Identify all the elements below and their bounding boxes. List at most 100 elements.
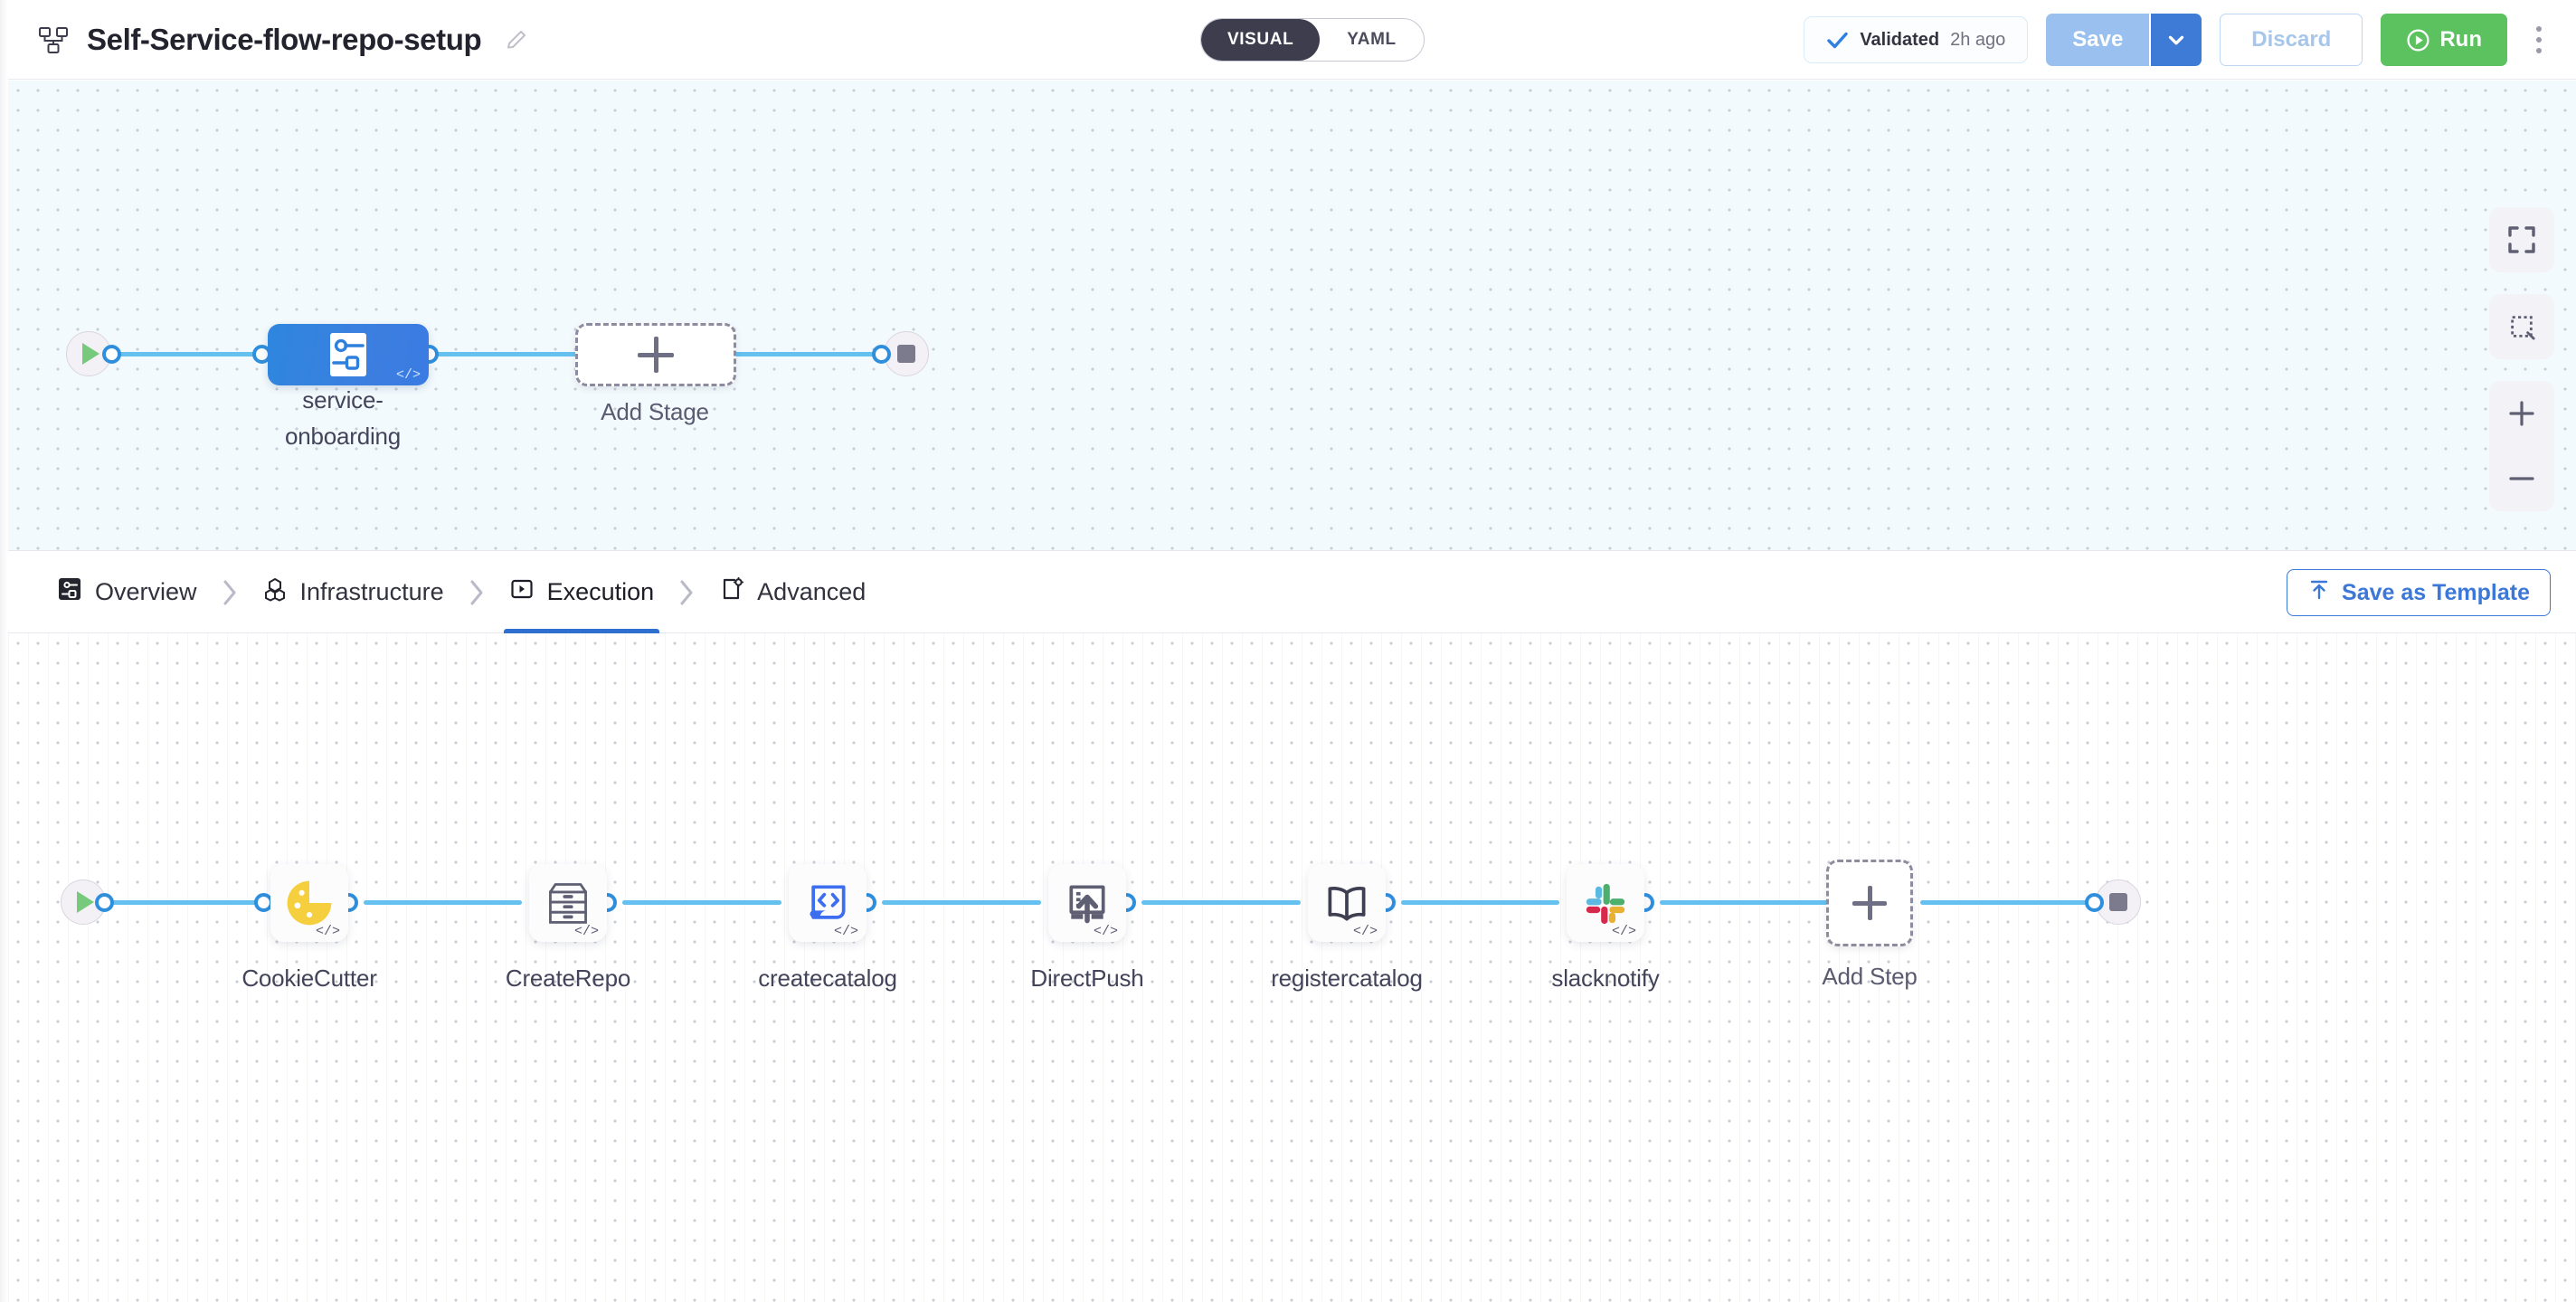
- step-code-badge: </>: [573, 924, 599, 939]
- execution-start-port[interactable]: [95, 893, 114, 912]
- tab-separator-1: [203, 578, 257, 607]
- execution-canvas[interactable]: </> CookieCutter </> CreateRepo: [8, 633, 2576, 1302]
- edge-start-to-stage: [115, 352, 269, 356]
- toggle-yaml[interactable]: YAML: [1347, 30, 1397, 49]
- zoom-in-icon[interactable]: [2489, 381, 2554, 446]
- run-label: Run: [2439, 27, 2482, 52]
- edge-createcatalog-directpush: [882, 900, 1041, 905]
- tab-separator-2: [450, 578, 504, 607]
- step-node-registercatalog[interactable]: </>: [1308, 864, 1386, 942]
- edge-stage-to-addstage: [424, 352, 578, 356]
- stage-end-node[interactable]: [884, 331, 929, 376]
- fit-screen-pill[interactable]: [2489, 207, 2554, 272]
- step-code-badge: </>: [1352, 924, 1378, 939]
- selection-marquee-icon[interactable]: [2489, 294, 2554, 359]
- step-node-createcatalog[interactable]: </>: [789, 864, 867, 942]
- step-label-createcatalog: createcatalog: [758, 965, 897, 992]
- app-header: Self-Service-flow-repo-setup VISUAL YAML…: [0, 0, 2576, 80]
- stage-node-service-onboarding[interactable]: </>: [268, 324, 429, 385]
- step-node-cookiecutter[interactable]: </>: [270, 864, 348, 942]
- tab-overview[interactable]: Overview: [52, 552, 203, 633]
- stage-flow-icon: [330, 333, 366, 376]
- add-step-label: Add Step: [1822, 963, 1918, 990]
- tab-infrastructure[interactable]: Infrastructure: [257, 552, 450, 633]
- step-code-badge: </>: [833, 924, 858, 939]
- stage-node-label-line1: service-: [302, 386, 384, 413]
- slack-icon: [1586, 883, 1625, 925]
- mode-toggle[interactable]: VISUAL YAML: [1200, 18, 1425, 62]
- canvas-controls[interactable]: [2489, 207, 2554, 533]
- save-button[interactable]: Save: [2046, 14, 2150, 66]
- step-label-createrepo: CreateRepo: [505, 965, 631, 992]
- step-node-createrepo[interactable]: </>: [529, 864, 607, 942]
- tab-advanced[interactable]: Advanced: [714, 552, 871, 633]
- step-code-badge: </>: [315, 924, 340, 939]
- edge-addstep-end: [1920, 900, 2101, 905]
- save-as-template-button[interactable]: Save as Template: [2287, 569, 2551, 616]
- marquee-pill[interactable]: [2489, 294, 2554, 359]
- play-icon: [77, 891, 94, 913]
- edge-createrepo-createcatalog: [622, 900, 781, 905]
- page-title: Self-Service-flow-repo-setup: [87, 22, 482, 56]
- chevron-down-icon: [2169, 35, 2184, 45]
- code-screen-icon: [810, 885, 846, 919]
- run-button[interactable]: Run: [2381, 14, 2507, 66]
- edge-slacknotify-addstep: [1660, 900, 1871, 905]
- toggle-visual[interactable]: VISUAL: [1201, 19, 1321, 61]
- add-stage-button[interactable]: [575, 323, 736, 386]
- tab-advanced-label: Advanced: [757, 578, 867, 605]
- save-button-group[interactable]: Save: [2046, 14, 2202, 66]
- step-code-badge: </>: [1611, 924, 1636, 939]
- tab-execution[interactable]: Execution: [503, 552, 660, 633]
- upload-icon: [2307, 578, 2331, 608]
- save-as-template-label: Save as Template: [2342, 579, 2530, 605]
- cookie-icon: [287, 880, 332, 926]
- upload-doc-icon: [1069, 885, 1105, 924]
- zoom-pill[interactable]: [2489, 381, 2554, 511]
- step-code-badge: </>: [1093, 924, 1118, 939]
- step-node-slacknotify[interactable]: </>: [1567, 864, 1644, 942]
- save-dropdown-button[interactable]: [2149, 14, 2202, 66]
- pipeline-icon: [38, 26, 69, 53]
- tab-overview-label: Overview: [95, 578, 197, 605]
- add-step-button[interactable]: [1826, 860, 1913, 946]
- stage-canvas[interactable]: </> service- onboarding Add Stage: [8, 81, 2576, 551]
- status-badge: Validated 2h ago: [1804, 16, 2029, 63]
- overview-icon: [57, 576, 82, 608]
- play-circle-icon: [2407, 28, 2429, 52]
- kebab-menu-icon[interactable]: [2525, 14, 2552, 66]
- tab-list: Overview Infrastructure: [8, 552, 871, 633]
- edge-directpush-registercatalog: [1141, 900, 1301, 905]
- step-label-registercatalog: registercatalog: [1271, 965, 1423, 992]
- infrastructure-icon: [262, 576, 288, 608]
- stage-start-port[interactable]: [102, 345, 121, 364]
- zoom-out-icon[interactable]: [2489, 446, 2554, 511]
- drawer-icon: [549, 883, 587, 924]
- play-icon: [82, 343, 99, 365]
- check-icon: [1826, 29, 1849, 52]
- step-label-cookiecutter: CookieCutter: [242, 965, 377, 992]
- execution-end-port[interactable]: [2085, 893, 2104, 912]
- edit-pencil-icon[interactable]: [505, 28, 528, 52]
- tab-infrastructure-label: Infrastructure: [299, 578, 444, 605]
- fit-to-screen-icon[interactable]: [2489, 207, 2554, 272]
- stage-end-port[interactable]: [872, 345, 891, 364]
- edge-registercatalog-slacknotify: [1401, 900, 1559, 905]
- discard-button[interactable]: Discard: [2220, 14, 2363, 66]
- advanced-icon: [719, 576, 744, 608]
- execution-end-node[interactable]: [2096, 879, 2141, 925]
- execution-icon: [509, 576, 535, 608]
- step-node-directpush[interactable]: </>: [1048, 864, 1126, 942]
- edge-cookiecutter-createrepo: [364, 900, 522, 905]
- stage-node-label-line2: onboarding: [284, 423, 402, 450]
- header-left: Self-Service-flow-repo-setup: [0, 23, 528, 57]
- stage-tabs: Overview Infrastructure: [8, 552, 2576, 633]
- edge-start-cookiecutter: [106, 900, 264, 905]
- status-time: 2h ago: [1950, 29, 2006, 50]
- stop-icon: [2109, 893, 2127, 911]
- stop-icon: [897, 345, 915, 363]
- add-stage-label: Add Stage: [601, 398, 709, 425]
- open-book-icon: [1328, 886, 1366, 921]
- left-rail: [0, 0, 8, 1302]
